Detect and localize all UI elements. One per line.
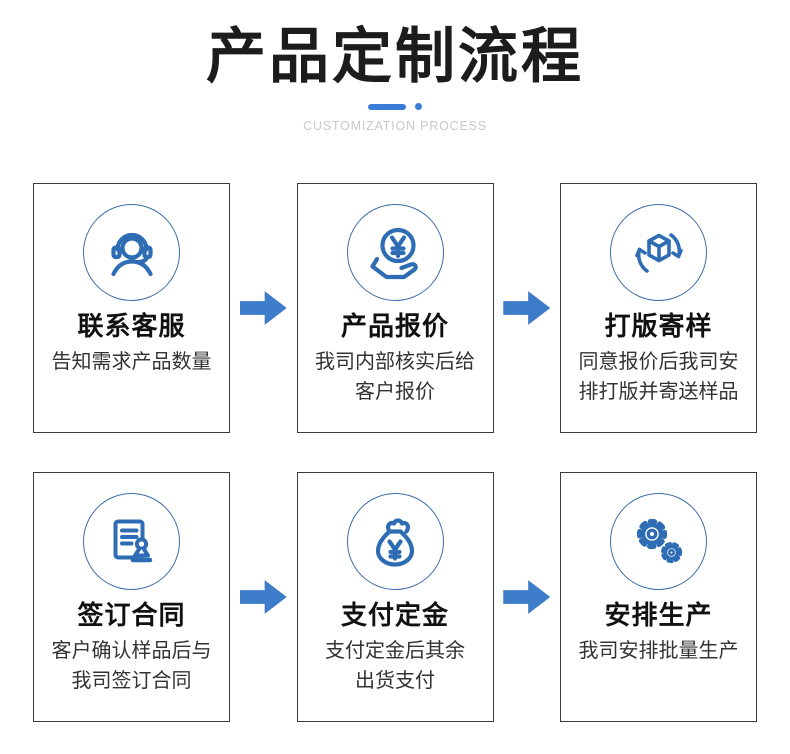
step-icon-circle [83, 493, 180, 590]
process-step-card: 安排生产 我司安排批量生产 [560, 472, 757, 722]
money-bag-icon [363, 510, 427, 574]
step-title: 支付定金 [340, 600, 449, 630]
page-title: 产品定制流程 [206, 23, 584, 90]
step-title: 打版寄样 [604, 311, 713, 341]
step-icon-circle [346, 204, 444, 301]
process-step-card: 支付定金 支付定金后其余 出货支付 [296, 472, 494, 722]
right-arrow-icon [503, 291, 551, 325]
process-row: 签订合同 客户确认样品后与 我司签订合同 支付定金 支付定金后其余 出货支付 安… [33, 472, 757, 722]
step-title: 签订合同 [77, 600, 186, 630]
process-grid: 联系客服 告知需求产品数量 产品报价 我司内部核实后给 客户报价 打版寄样 [33, 183, 757, 722]
step-icon-circle [83, 204, 180, 301]
contract-stamp-icon [100, 510, 164, 574]
process-step-card: 产品报价 我司内部核实后给 客户报价 [296, 183, 494, 433]
right-arrow-icon [239, 580, 287, 614]
flow-arrow-cell [230, 472, 297, 722]
step-title: 产品报价 [340, 311, 449, 341]
page-header: 产品定制流程 CUSTOMIZATION PROCESS [0, 0, 790, 134]
headset-icon [100, 221, 164, 285]
hand-coin-icon [363, 221, 427, 285]
step-desc: 支付定金后其余 出货支付 [325, 640, 465, 692]
divider-dot [415, 103, 422, 110]
flow-arrow-cell [230, 183, 297, 433]
step-icon-circle [610, 493, 707, 590]
step-title: 安排生产 [604, 600, 713, 630]
step-desc: 同意报价后我司安 排打版并寄送样品 [578, 351, 739, 403]
divider-bar [368, 103, 406, 110]
title-divider [0, 103, 790, 110]
step-icon-circle [346, 493, 444, 590]
page-subtitle: CUSTOMIZATION PROCESS [303, 119, 487, 133]
process-row: 联系客服 告知需求产品数量 产品报价 我司内部核实后给 客户报价 打版寄样 [33, 183, 757, 433]
step-desc: 我司安排批量生产 [578, 640, 739, 663]
right-arrow-icon [239, 291, 287, 325]
flow-arrow-cell [494, 183, 561, 433]
process-step-card: 打版寄样 同意报价后我司安 排打版并寄送样品 [560, 183, 757, 433]
right-arrow-icon [503, 580, 551, 614]
step-desc: 告知需求产品数量 [51, 351, 212, 374]
step-title: 联系客服 [77, 311, 186, 341]
step-icon-circle [610, 204, 707, 301]
flow-arrow-cell [494, 472, 561, 722]
process-step-card: 联系客服 告知需求产品数量 [33, 183, 230, 433]
step-desc: 我司内部核实后给 客户报价 [315, 351, 475, 403]
sample-box-icon [627, 221, 691, 285]
gears-icon [627, 510, 691, 574]
process-step-card: 签订合同 客户确认样品后与 我司签订合同 [33, 472, 230, 722]
step-desc: 客户确认样品后与 我司签订合同 [51, 640, 212, 692]
